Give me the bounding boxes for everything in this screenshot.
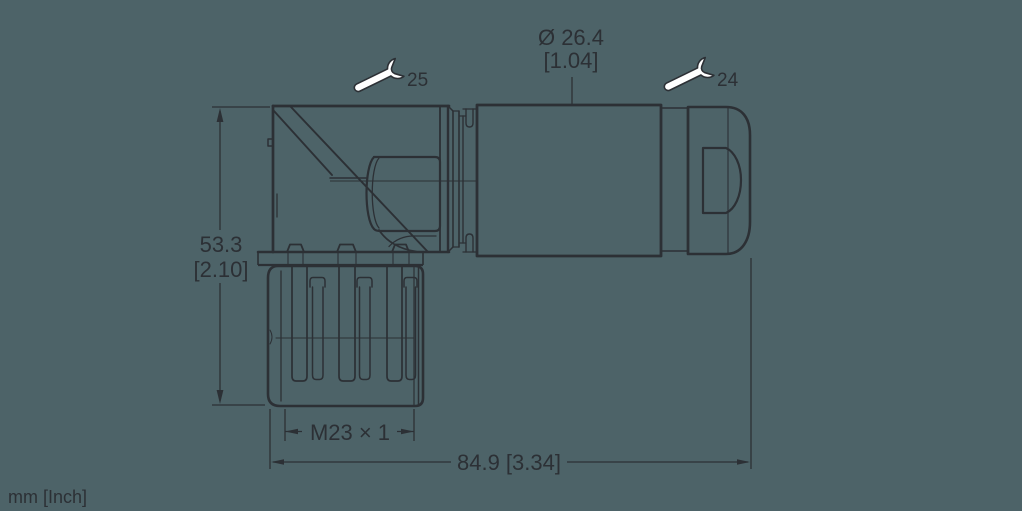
height-dim-inch: [2.10] — [193, 257, 248, 282]
nut-flange — [257, 243, 424, 267]
dimension-height-arrows — [216, 108, 224, 404]
barrel-side-view — [365, 155, 442, 253]
cap-ring — [661, 107, 690, 254]
units-note: mm [Inch] — [8, 487, 87, 507]
flange-tab — [286, 243, 305, 253]
knurl-slot — [386, 266, 403, 382]
dimension-length — [269, 258, 752, 469]
flange-tab — [336, 243, 357, 253]
wrench-icon-right — [663, 56, 715, 92]
end-cap — [686, 105, 752, 256]
wrench-icon-left — [353, 57, 405, 93]
dimension-thread-arrows — [285, 428, 414, 435]
knurl-slot — [338, 266, 356, 382]
length-dim-label: 84.9 [3.34] — [457, 450, 561, 475]
dimension-length-arrows — [271, 459, 750, 465]
wrench-size-right: 24 — [717, 70, 739, 91]
knurl-slot — [291, 266, 308, 382]
knurl-slot — [309, 276, 326, 288]
wrench-size-left: 25 — [407, 70, 428, 91]
knurl-slot — [356, 276, 373, 288]
diameter-dim-mm: Ø 26.4 — [538, 25, 604, 50]
knurl-slot — [358, 286, 371, 381]
coupling-nut — [266, 264, 425, 408]
connector-body-outline — [256, 104, 451, 254]
dimension-height — [212, 106, 270, 406]
end-cap-latch — [701, 146, 743, 215]
knurl-slot — [311, 286, 324, 381]
main-cylinder — [475, 103, 663, 258]
thread-dim-label: M23 × 1 — [310, 420, 390, 445]
diameter-dim-inch: [1.04] — [543, 48, 598, 73]
chamfer-edge-inner — [273, 110, 333, 176]
height-dim-mm: 53.3 — [200, 232, 243, 257]
knurl-slot — [405, 286, 417, 381]
transition-rings — [447, 105, 478, 253]
chamfer-edge-outer — [290, 106, 429, 253]
knurl-slot — [403, 276, 418, 288]
flange-tab — [391, 243, 410, 253]
